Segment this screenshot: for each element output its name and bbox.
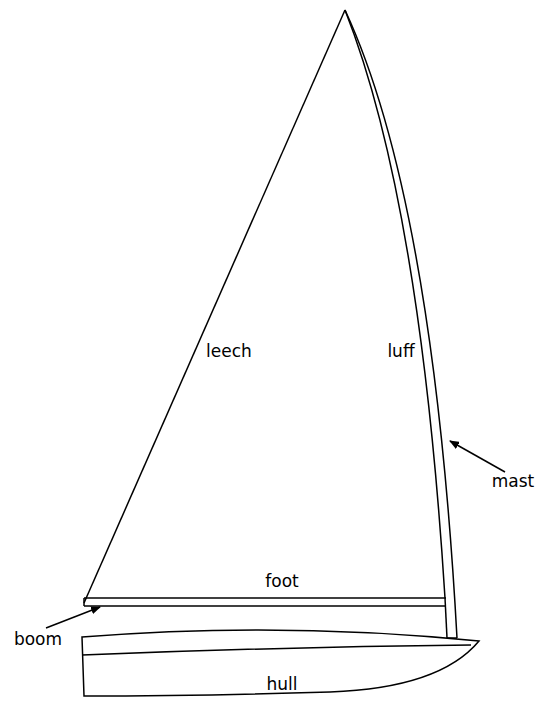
leech-edge bbox=[84, 10, 345, 603]
boom-end bbox=[83, 598, 85, 606]
mast-leader bbox=[450, 441, 505, 472]
hull-line bbox=[82, 645, 471, 655]
boom-top bbox=[84, 597, 446, 599]
luff-edge bbox=[345, 10, 445, 598]
boom-bottom bbox=[84, 605, 446, 607]
part-label: hull bbox=[267, 676, 298, 693]
hull-shape: hull bbox=[78, 618, 482, 700]
mast bbox=[345, 10, 457, 638]
boom-leader bbox=[46, 607, 100, 628]
part-label: mast bbox=[492, 473, 535, 490]
part-label: boom bbox=[14, 631, 62, 648]
part-label: luff bbox=[387, 343, 414, 360]
part-label: foot bbox=[265, 573, 298, 590]
mast-lower bbox=[445, 598, 447, 638]
part-label: leech bbox=[206, 343, 252, 360]
hull-line bbox=[82, 630, 479, 696]
